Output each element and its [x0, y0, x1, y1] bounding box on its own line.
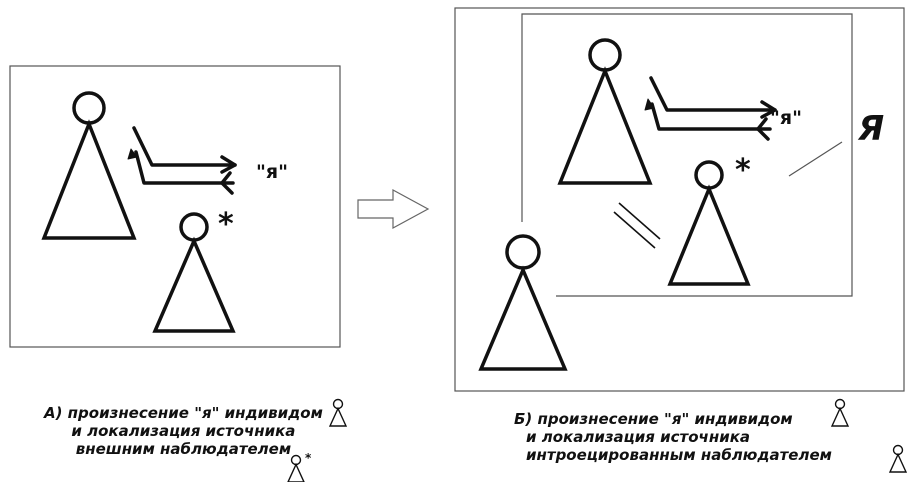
- caption-a: А) произнесение "я" индивидом и локализа…: [44, 404, 323, 458]
- caption-a-speaker-icon: [329, 398, 347, 427]
- caption-b-line-2: и локализация источника: [526, 428, 751, 446]
- external-observer-figure: [478, 234, 568, 371]
- observer-figure: [667, 160, 751, 286]
- speaker-figure: [41, 91, 137, 240]
- relation-lines: [613, 202, 661, 249]
- panel-a-frame: [9, 65, 341, 348]
- caption-b-line-3: интроецированным наблюдателем: [526, 446, 832, 464]
- caption-b-speaker-icon: [831, 398, 849, 427]
- caption-a-line-1: А) произнесение "я" индивидом: [44, 404, 323, 422]
- observer-asterisk: *: [735, 153, 751, 188]
- caption-a-observer-icon: [287, 454, 305, 482]
- caption-a-line-2: и локализация источника: [71, 422, 296, 440]
- speech-arrows: [127, 126, 237, 195]
- panel-b: "я" * Я: [454, 7, 905, 392]
- caption-b-observer-icon: [889, 444, 907, 473]
- speech-arrows: [644, 76, 777, 141]
- caption-a-line-3: внешним наблюдателем: [75, 440, 292, 458]
- speaker-figure: [557, 38, 653, 185]
- panel-b-inner-frame: [521, 13, 853, 297]
- panel-b-outer-frame: [454, 7, 905, 392]
- observer-figure: [152, 212, 236, 333]
- caption-a-observer-asterisk: *: [305, 451, 312, 465]
- self-label: Я: [857, 109, 884, 149]
- self-label-pointer: [788, 141, 843, 177]
- caption-b-line-1: Б) произнесение "я" индивидом: [514, 410, 793, 428]
- panel-a: "я" *: [9, 65, 341, 348]
- transition-arrow: [357, 188, 430, 230]
- caption-b: Б) произнесение "я" индивидом и локализа…: [514, 410, 832, 464]
- speech-label: "я": [256, 161, 288, 183]
- speech-label: "я": [770, 107, 802, 129]
- observer-asterisk: *: [218, 207, 234, 242]
